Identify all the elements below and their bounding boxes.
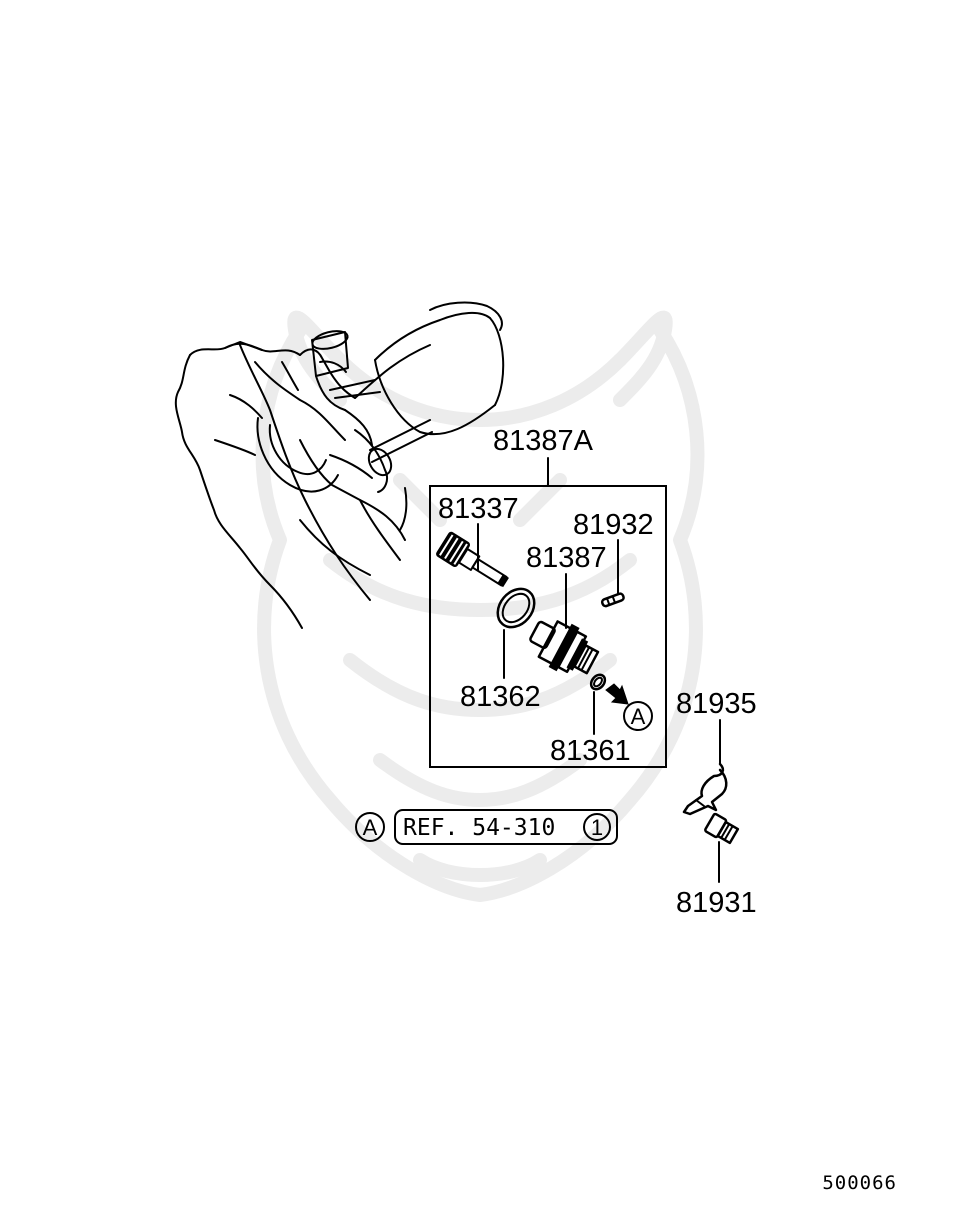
callout-marker-a-text: A [631, 704, 646, 729]
label-81935: 81935 [676, 688, 757, 720]
reference-circled-number: 1 [591, 815, 603, 840]
label-81362: 81362 [460, 681, 541, 713]
label-81931: 81931 [676, 887, 757, 919]
part-sleeve-81387: 81387 [526, 542, 607, 675]
label-81361: 81361 [550, 735, 631, 767]
transmission-case [174, 301, 505, 629]
reference-marker-a: A [363, 815, 378, 840]
part-o-ring-81361: 81361 [550, 673, 631, 767]
assembly-box [429, 485, 667, 768]
label-81337: 81337 [438, 493, 519, 525]
label-81932: 81932 [573, 509, 654, 541]
drawing-code: 500066 [822, 1172, 897, 1194]
part-bolt-81931: 81931 [676, 812, 757, 919]
part-pin-81932: 81932 [573, 509, 654, 608]
callout-marker-a: A [623, 701, 653, 731]
label-81387: 81387 [526, 542, 607, 574]
reference-note: A REF. 54-310 1 [355, 809, 618, 845]
part-o-ring-81362: 81362 [460, 587, 541, 713]
part-bracket-81935: 81935 [676, 688, 757, 816]
assembly-callout: 81387A [493, 425, 594, 487]
watermark-emblem [255, 310, 705, 902]
reference-text: REF. 54-310 [403, 815, 555, 841]
label-81387a: 81387A [493, 425, 594, 457]
callout-arrow [605, 683, 629, 705]
part-drive-gear-81337: 81337 [436, 493, 519, 588]
